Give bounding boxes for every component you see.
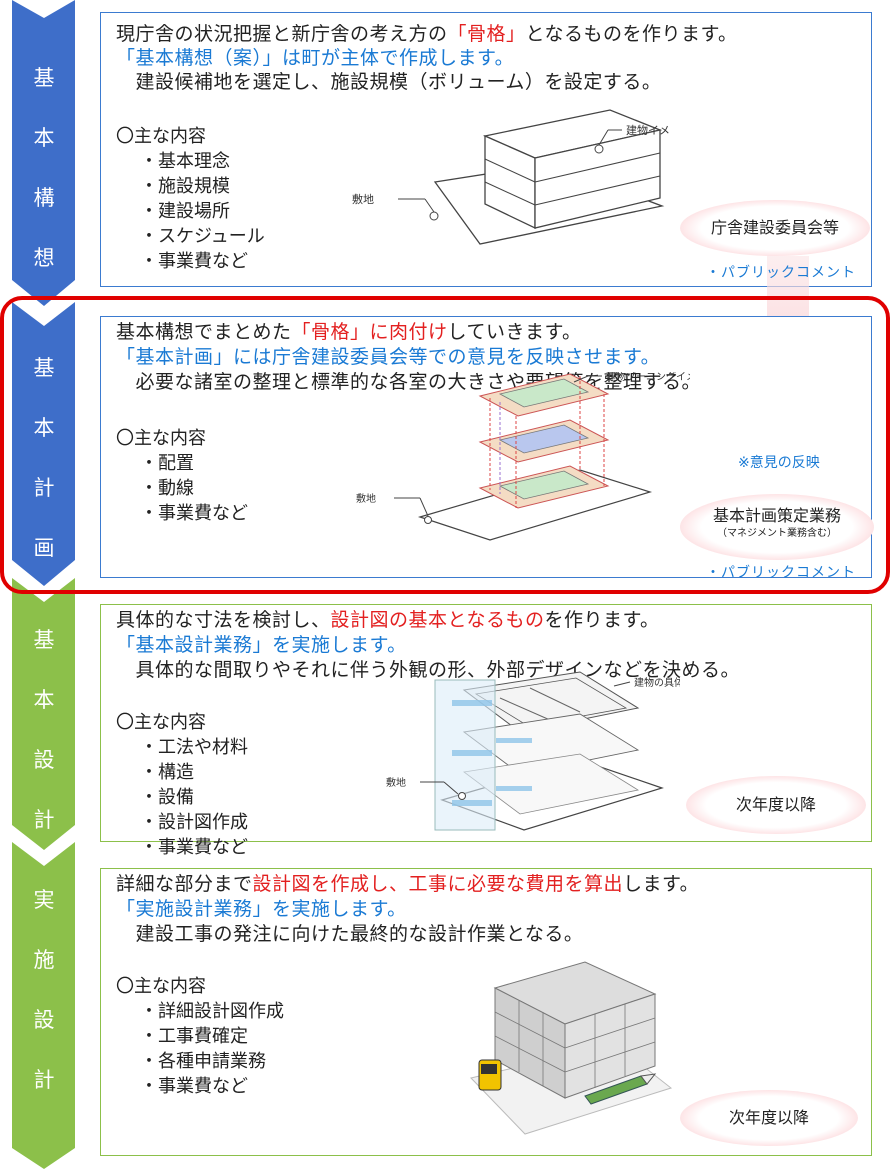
panel4-line1: 詳細な部分まで設計図を作成し、工事に必要な費用を算出します。 (116, 873, 700, 895)
phase-arrow-jisshi-sekkei (12, 842, 75, 1169)
public-comment-2: ・パブリックコメント (706, 565, 856, 581)
phase-label-char: 設 (33, 1008, 55, 1032)
content-item: ・事業費など (140, 503, 248, 524)
content-item: ・工法や材料 (140, 737, 248, 758)
phase-label-char: 実 (33, 888, 55, 912)
phase-label-char: 基 (33, 66, 55, 90)
phase-label-char: 計 (33, 476, 55, 500)
panel3-line2: 「基本設計業務」を実施します。 (116, 634, 407, 656)
phase-label-char: 画 (33, 536, 55, 560)
phase-label-1: 基 本 構 想 (24, 48, 64, 288)
content-title: 〇主な内容 (116, 126, 206, 147)
panel2-content: 〇主な内容 ・配置 ・動線 ・事業費など (116, 426, 248, 526)
content-item: ・施設規模 (140, 176, 230, 197)
figure-label-site: 敷地 (386, 776, 406, 789)
content-title: 〇主な内容 (116, 976, 206, 997)
panel2-line1: 基本構想でまとめた「骨格」に肉付けしていきます。 (116, 321, 582, 343)
panel1-content: 〇主な内容 ・基本理念 ・施設規模 ・建設場所 ・スケジュール ・事業費など (116, 124, 265, 274)
content-item: ・事業費など (140, 251, 248, 272)
building-volume-figure: 建物イメージ 敷地 (352, 109, 670, 245)
content-item: ・事業費など (140, 837, 248, 858)
phase-label-4: 実 施 設 計 (24, 870, 64, 1110)
panel4-content: 〇主な内容 ・詳細設計図作成 ・工事費確定 ・各種申請業務 ・事業費など (116, 974, 284, 1099)
figure-label-building: 建物イメージ (626, 123, 670, 137)
oval-next-year-4: 次年度以降 (680, 1090, 858, 1146)
panel3-line3: 具体的な間取りやそれに伴う外観の形、外部デザインなどを決める。 (116, 659, 741, 681)
panel4-line3: 建設工事の発注に向けた最終的な設計作業となる。 (116, 923, 584, 945)
content-item: ・事業費など (140, 1076, 248, 1097)
phase-label-char: 想 (33, 246, 55, 270)
panel2-line2: 「基本計画」には庁舎建設委員会等での意見を反映させます。 (116, 346, 661, 368)
content-item: ・動線 (140, 478, 194, 499)
phase-label-char: 構 (33, 186, 55, 210)
reflection-note: ※意見の反映 (738, 455, 820, 471)
content-item: ・各種申請業務 (140, 1051, 266, 1072)
phase-label-char: 本 (33, 126, 55, 150)
oval-next-year-3: 次年度以降 (686, 776, 866, 834)
detailed-building-figure: 建物の具体化 敷地 (386, 671, 680, 831)
phase-arrow-kihon-koso (12, 0, 75, 306)
content-item: ・建設場所 (140, 201, 230, 222)
phase-label-char: 設 (33, 748, 55, 772)
panel1-line3: 建設候補地を選定し、施設規模（ボリューム）を設定する。 (116, 71, 662, 93)
content-item: ・工事費確定 (140, 1026, 248, 1047)
zoning-figure: 建物ゾーニングイメージ 敷地 (356, 372, 690, 541)
content-item: ・設計図作成 (140, 812, 248, 833)
phase-label-char: 計 (33, 1068, 55, 1092)
figure-label-site: 敷地 (352, 192, 374, 206)
phase-arrows (12, 0, 75, 1169)
phase-label-char: 施 (33, 948, 55, 972)
oval-planning-label: 基本計画策定業務 (712, 506, 841, 525)
oval-planning-work: 基本計画策定業務 （マネジメント業務含む） (680, 494, 874, 560)
highlight-frame (0, 296, 890, 594)
phase-label-2: 基 本 計 画 (24, 338, 64, 578)
phase-label-char: 本 (33, 688, 55, 712)
figure-label-site: 敷地 (356, 492, 376, 505)
content-item: ・構造 (140, 762, 194, 783)
figure-label-zoning: 建物ゾーニングイメージ (606, 372, 690, 383)
phase-label-3: 基 本 設 計 (24, 610, 64, 850)
content-title: 〇主な内容 (116, 712, 206, 733)
phase-arrow-kihon-sekkei (12, 578, 75, 850)
figure-label-concrete: 建物の具体化 (634, 676, 680, 689)
public-comment-1: ・パブリックコメント (706, 265, 856, 281)
content-item: ・設備 (140, 787, 194, 808)
phase-label-char: 計 (33, 808, 55, 832)
content-title: 〇主な内容 (116, 428, 206, 449)
content-item: ・詳細設計図作成 (140, 1001, 284, 1022)
phase-label-char: 本 (33, 416, 55, 440)
phase-label-char: 基 (33, 628, 55, 652)
panel4-line2: 「実施設計業務」を実施します。 (116, 898, 407, 920)
panel1-line1: 現庁舎の状況把握と新庁舎の考え方の「骨格」となるものを作ります。 (116, 23, 738, 45)
oval-planning-sublabel: （マネジメント業務含む） (717, 528, 837, 539)
phase-label-char: 基 (33, 356, 55, 380)
content-item: ・基本理念 (140, 151, 230, 172)
content-item: ・配置 (140, 453, 194, 474)
oval-committee: 庁舎建設委員会等 (680, 200, 870, 256)
content-item: ・スケジュール (140, 226, 265, 247)
panel1-line2: 「基本構想（案）」は町が主体で作成します。 (116, 47, 515, 69)
phase-arrow-kihon-keikaku (12, 302, 75, 586)
building-model-image (470, 961, 673, 1135)
panel3-content: 〇主な内容 ・工法や材料 ・構造 ・設備 ・設計図作成 ・事業費など (116, 710, 248, 860)
panel3-line1: 具体的な寸法を検討し、設計図の基本となるものを作ります。 (116, 609, 660, 631)
